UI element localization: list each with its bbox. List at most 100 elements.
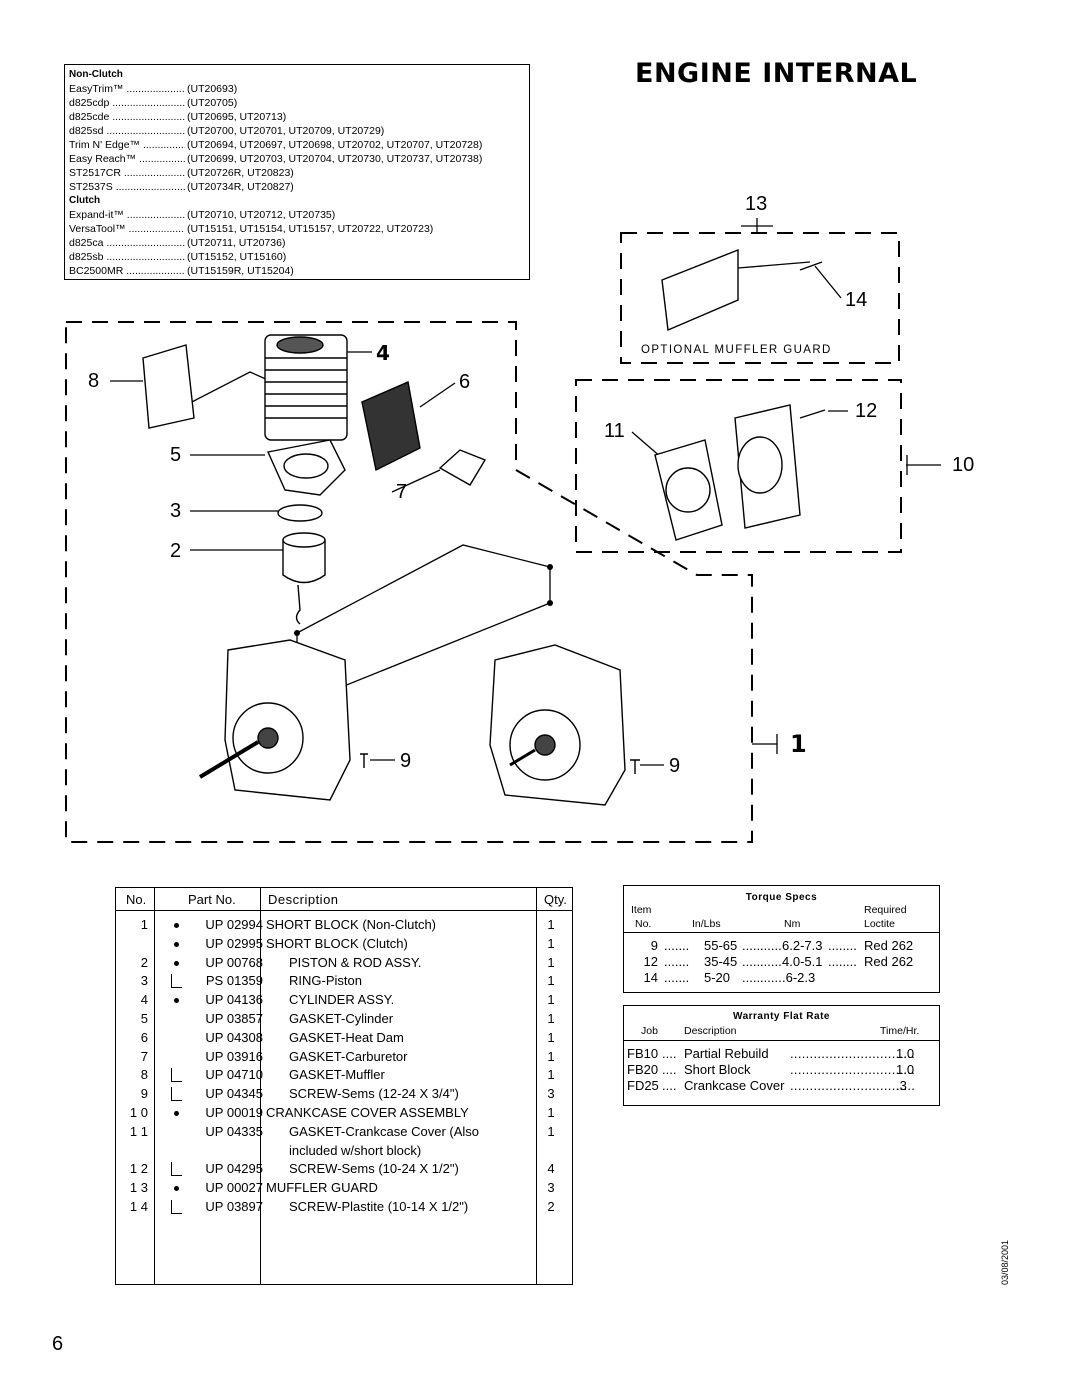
model-row: Expand-it™(UT20710, UT20712, UT20735) bbox=[69, 208, 525, 222]
assembly-bracket bbox=[171, 1087, 182, 1102]
part-description: SHORT BLOCK (Non-Clutch) bbox=[266, 917, 437, 932]
torque-loctite: Red 262 bbox=[864, 938, 914, 953]
model-row: d825ca(UT20711, UT20736) bbox=[69, 236, 525, 250]
quantity: 1 bbox=[547, 1029, 555, 1045]
model-codes: (UT20710, UT20712, UT20735) bbox=[187, 209, 336, 221]
part-number: UP 04335 bbox=[205, 1123, 263, 1139]
model-name: VersaTool™ bbox=[69, 222, 185, 236]
callout-9a: 9 bbox=[400, 750, 412, 772]
assembly-bracket bbox=[171, 974, 182, 989]
quantity: 1 bbox=[547, 1105, 555, 1120]
model-row: ST2517CR(UT20726R, UT20823) bbox=[69, 166, 525, 180]
part-description: included w/short block) bbox=[289, 1142, 422, 1158]
torque-inlbs: 55-65 bbox=[704, 938, 738, 953]
model-row: d825cdp(UT20705) bbox=[69, 96, 525, 110]
optional-muffler-guard-label: OPTIONAL MUFFLER GUARD bbox=[641, 344, 832, 356]
item-number: 7 bbox=[140, 1048, 148, 1064]
dot-leader: .... bbox=[662, 1046, 677, 1061]
table-row: 8 UP 04710 GASKET-Muffler 1 bbox=[116, 1066, 572, 1085]
model-codes: (UT20705) bbox=[187, 97, 238, 109]
item-number: 6 bbox=[140, 1029, 148, 1045]
callout-8: 8 bbox=[88, 370, 100, 392]
non-clutch-heading: Non-Clutch bbox=[69, 69, 123, 80]
assembly-dot bbox=[174, 1186, 179, 1192]
torque-header-loctite: Loctite bbox=[864, 918, 895, 930]
quantity: 1 bbox=[547, 1067, 555, 1083]
part-description: GASKET-Muffler bbox=[289, 1067, 385, 1083]
screw-part bbox=[799, 409, 826, 419]
crankcase-left-part bbox=[198, 639, 351, 801]
item-number: 3 bbox=[140, 973, 148, 989]
dot-leader: ................................ bbox=[790, 1078, 916, 1093]
callout-3: 3 bbox=[170, 500, 182, 522]
warranty-time: 1.0 bbox=[896, 1046, 915, 1061]
column-divider bbox=[536, 888, 537, 1284]
part-number: UP 04136 bbox=[205, 992, 263, 1008]
warranty-time: 1.0 bbox=[896, 1062, 915, 1077]
part-number: UP 03916 bbox=[205, 1048, 263, 1064]
part-number: UP 04308 bbox=[205, 1029, 263, 1045]
part-description: PISTON & ROD ASSY. bbox=[289, 954, 422, 970]
item-number: 8 bbox=[140, 1067, 148, 1083]
torque-header-item: Item bbox=[631, 904, 652, 916]
muffler-group-outline bbox=[575, 379, 902, 553]
torque-nm: 4.0-5.1 bbox=[782, 954, 823, 969]
screw-part bbox=[799, 261, 823, 271]
part-description: SHORT BLOCK (Clutch) bbox=[266, 935, 408, 951]
part-description: GASKET-Crankcase Cover (Also bbox=[289, 1123, 480, 1139]
quantity: 4 bbox=[547, 1161, 555, 1177]
engine-exploded-diagram bbox=[65, 218, 941, 843]
warranty-header-job: Job bbox=[641, 1025, 658, 1037]
dot-leader: ....... bbox=[664, 954, 690, 969]
header-rule bbox=[116, 910, 572, 911]
model-name: Easy Reach™ bbox=[69, 152, 185, 166]
quantity: 3 bbox=[547, 1086, 555, 1102]
model-codes: (UT20700, UT20701, UT20709, UT20729) bbox=[187, 125, 385, 137]
torque-item: 14 bbox=[643, 970, 658, 985]
warranty-job: FD25 bbox=[627, 1078, 659, 1093]
model-name: Expand-it™ bbox=[69, 208, 185, 222]
torque-loctite: Red 262 bbox=[864, 954, 914, 969]
quantity: 1 bbox=[547, 1048, 555, 1064]
torque-nm: 6.2-7.3 bbox=[782, 938, 823, 953]
callout-10: 10 bbox=[952, 454, 975, 476]
model-codes: (UT15152, UT15160) bbox=[187, 251, 287, 263]
quantity: 2 bbox=[547, 1199, 555, 1214]
assembly-dot bbox=[174, 960, 179, 966]
page-title: ENGINE INTERNAL bbox=[635, 58, 918, 89]
torque-nm: .6-2.3 bbox=[782, 970, 816, 985]
assembly-bracket bbox=[171, 1068, 182, 1083]
part-description: SCREW-Sems (10-24 X 1/2") bbox=[289, 1161, 459, 1177]
clutch-heading: Clutch bbox=[69, 195, 101, 206]
quantity: 1 bbox=[547, 1123, 555, 1139]
callout-13: 13 bbox=[745, 193, 768, 215]
warranty-description: Partial Rebuild bbox=[684, 1046, 769, 1061]
torque-header-nm: Nm bbox=[784, 918, 801, 930]
column-divider bbox=[154, 888, 155, 1284]
part-number: UP 04710 bbox=[205, 1067, 263, 1083]
callout-6: 6 bbox=[459, 371, 471, 393]
callout-1: 1 bbox=[790, 730, 807, 758]
header-description: Description bbox=[268, 892, 339, 907]
assembly-bracket bbox=[171, 1162, 182, 1177]
dot-leader: ........... bbox=[742, 954, 782, 969]
quantity: 1 bbox=[547, 935, 555, 951]
heat-dam-part bbox=[361, 381, 421, 472]
dot-leader: ........... bbox=[742, 938, 782, 953]
header-no: No. bbox=[126, 892, 147, 907]
carburetor-gasket-part bbox=[438, 449, 487, 486]
model-name: d825sd bbox=[69, 124, 185, 138]
warranty-flat-rate-box: Warranty Flat Rate Job Description Time/… bbox=[623, 1005, 940, 1106]
torque-item: 9 bbox=[650, 938, 658, 953]
torque-header-rule bbox=[624, 932, 939, 933]
item-number: 1 4 bbox=[129, 1199, 148, 1214]
assembly-dot bbox=[174, 923, 179, 928]
callout-7: 7 bbox=[396, 481, 408, 503]
item-number: 1 0 bbox=[129, 1105, 148, 1120]
torque-row: 14.......5-20............6-2.3 bbox=[624, 970, 939, 986]
part-number: UP 04345 bbox=[205, 1086, 263, 1102]
